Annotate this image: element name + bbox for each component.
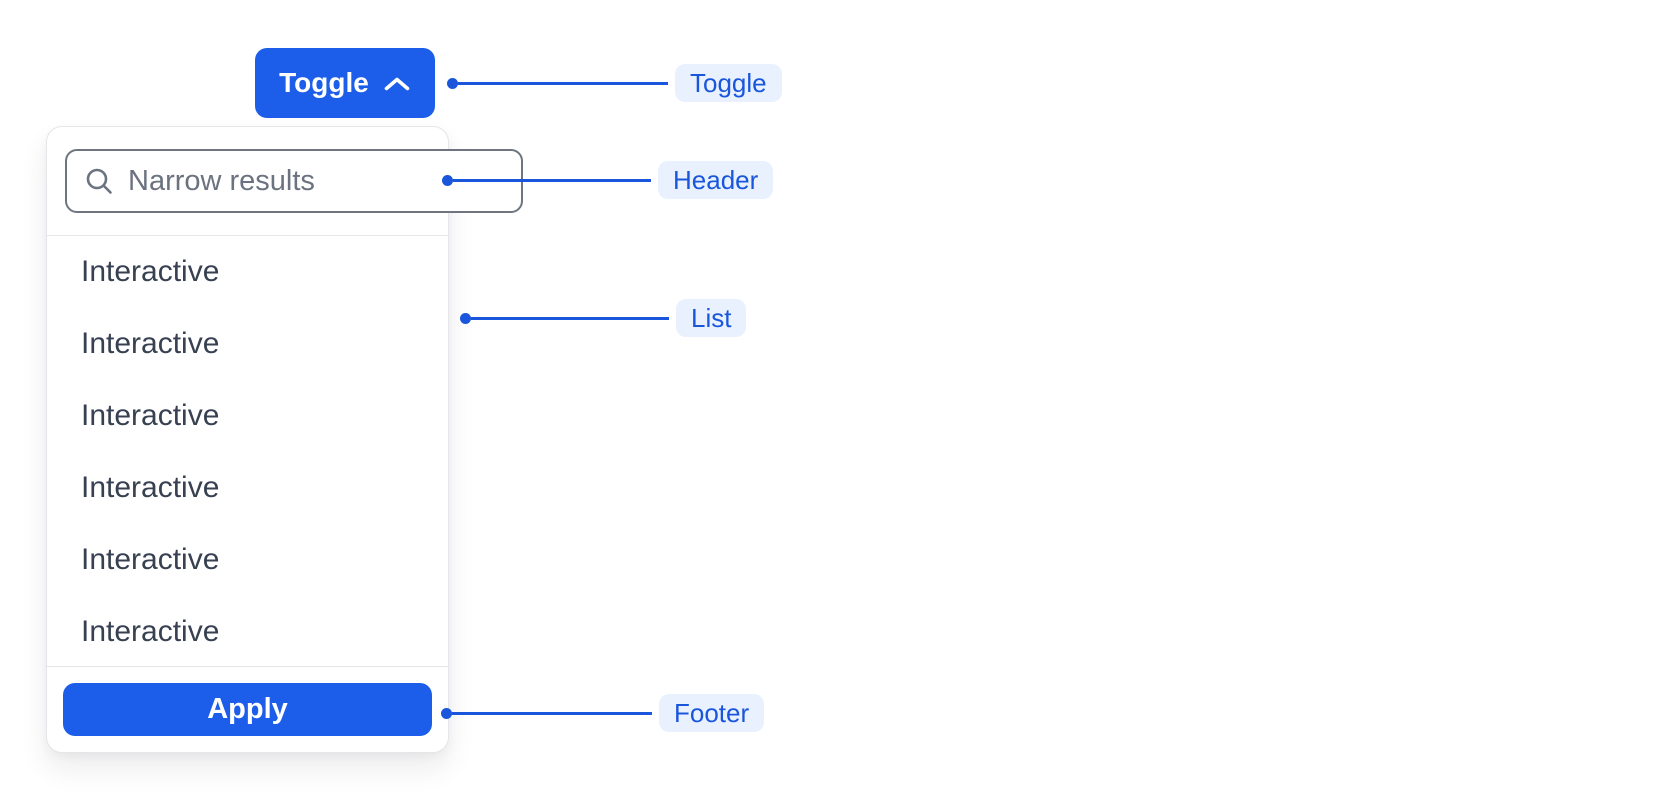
list-item[interactable]: Interactive [81, 327, 220, 360]
annotation-dot [460, 312, 471, 324]
dropdown-list: Interactive Interactive Interactive Inte… [47, 236, 448, 668]
search-icon [83, 165, 115, 197]
apply-button[interactable]: Apply [63, 683, 432, 736]
annotation-label: Toggle [675, 64, 782, 102]
list-item[interactable]: Interactive [81, 543, 220, 576]
annotation-line [453, 178, 651, 182]
toggle-button[interactable]: Toggle [255, 48, 435, 118]
annotation-footer: Footer [441, 694, 765, 732]
annotation-line [452, 711, 652, 715]
annotation-header: Header [442, 161, 774, 199]
annotation-list: List [460, 299, 747, 337]
annotation-label: Header [658, 161, 774, 199]
annotation-toggle: Toggle [447, 64, 782, 102]
dropdown-panel: Interactive Interactive Interactive Inte… [46, 126, 523, 753]
annotation-label: List [676, 299, 747, 337]
annotation-line [471, 316, 669, 320]
chevron-up-icon [383, 75, 411, 92]
toggle-button-label: Toggle [279, 67, 369, 98]
annotation-line [458, 81, 668, 85]
dropdown-footer: Apply [47, 666, 448, 752]
list-item[interactable]: Interactive [81, 255, 220, 288]
dropdown-header [47, 127, 523, 236]
annotation-dot [442, 174, 453, 186]
list-item[interactable]: Interactive [81, 471, 220, 504]
list-item[interactable]: Interactive [81, 615, 220, 648]
annotation-dot [447, 77, 458, 89]
annotation-dot [441, 707, 452, 719]
annotation-label: Footer [659, 694, 765, 732]
list-item[interactable]: Interactive [81, 399, 220, 432]
